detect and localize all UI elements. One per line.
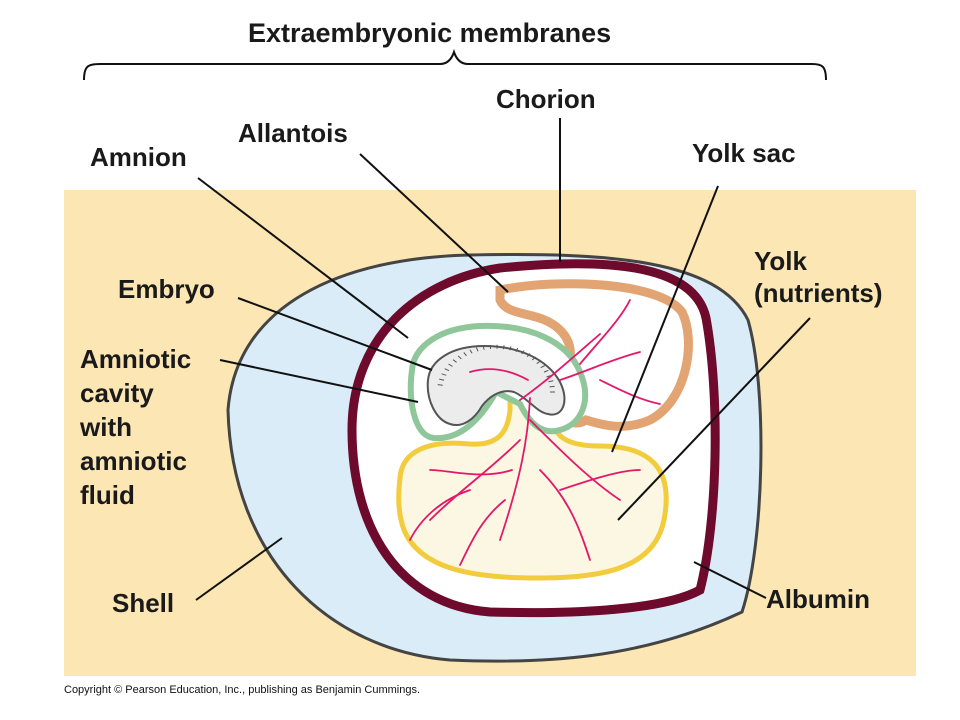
membranes-bracket	[83, 48, 827, 81]
spine-tick	[437, 384, 443, 386]
label-embryo: Embryo	[118, 274, 215, 304]
label-yolk-line-2: (nutrients)	[754, 278, 883, 308]
label-albumin: Albumin	[766, 584, 870, 614]
spine-tick	[482, 345, 485, 350]
label-amniotic-line-1: Amniotic	[80, 344, 191, 374]
spine-tick	[452, 359, 457, 363]
leader-embryo	[237, 297, 433, 371]
label-amnion: Amnion	[90, 142, 187, 172]
leader-allantois	[359, 153, 509, 293]
spine-tick	[457, 355, 462, 360]
label-shell: Shell	[112, 588, 174, 618]
spine-tick	[536, 360, 541, 365]
spine-tick	[509, 346, 512, 351]
blood-vessel	[529, 419, 621, 501]
diagram-title: Extraembryonic membranes	[248, 18, 611, 48]
blood-vessel	[409, 489, 471, 541]
spine-tick	[543, 369, 549, 373]
spine-tick	[526, 353, 531, 358]
spine-tick	[444, 368, 450, 372]
label-yolk-line-1: Yolk	[754, 246, 808, 276]
leader-amnion	[197, 177, 409, 339]
spine-tick	[521, 350, 525, 355]
label-yolk-sac: Yolk sac	[692, 138, 796, 168]
label-chorion: Chorion	[496, 84, 596, 114]
blood-vessel	[559, 351, 641, 381]
blood-vessels	[409, 299, 661, 566]
spine-tick	[549, 385, 555, 388]
spine-tick	[469, 349, 473, 354]
label-amniotic-line-5: fluid	[80, 480, 135, 510]
embryo	[426, 344, 566, 426]
spine-tick	[548, 380, 554, 383]
spine-tick	[463, 352, 467, 357]
label-amniotic-line-4: amniotic	[80, 446, 187, 476]
blood-vessel	[469, 368, 529, 381]
label-allantois: Allantois	[238, 118, 348, 148]
copyright-notice: Copyright © Pearson Education, Inc., pub…	[64, 684, 421, 696]
blood-vessel	[429, 439, 521, 521]
leader-yolk-sac	[611, 185, 719, 453]
blood-vessel	[499, 397, 531, 541]
blood-vessel	[539, 469, 591, 561]
allantois	[495, 279, 693, 431]
leader-albumin	[693, 561, 767, 599]
spine-tick	[489, 344, 492, 350]
spine-tick	[515, 347, 519, 353]
embryo-spine	[437, 344, 555, 393]
yolk-sac	[396, 389, 669, 581]
spine-tick	[531, 356, 536, 361]
spine-tick	[502, 345, 505, 350]
spine-tick	[448, 363, 453, 367]
label-amniotic-line-3: with	[79, 412, 132, 442]
blood-vessel	[459, 499, 506, 566]
spine-tick	[441, 373, 447, 376]
blood-vessel	[559, 469, 641, 491]
leader-lines	[195, 118, 811, 601]
leader-shell	[195, 537, 283, 601]
label-amniotic-line-2: cavity	[80, 378, 154, 408]
blood-vessel	[599, 379, 661, 405]
leader-amniotic-cavity	[219, 359, 419, 403]
spine-tick	[475, 347, 479, 352]
spine-tick	[540, 365, 546, 369]
leader-yolk	[617, 317, 811, 521]
blood-vessel	[579, 299, 631, 365]
blood-vessel	[519, 333, 601, 401]
blood-vessel	[429, 469, 513, 476]
spine-tick	[439, 378, 445, 381]
